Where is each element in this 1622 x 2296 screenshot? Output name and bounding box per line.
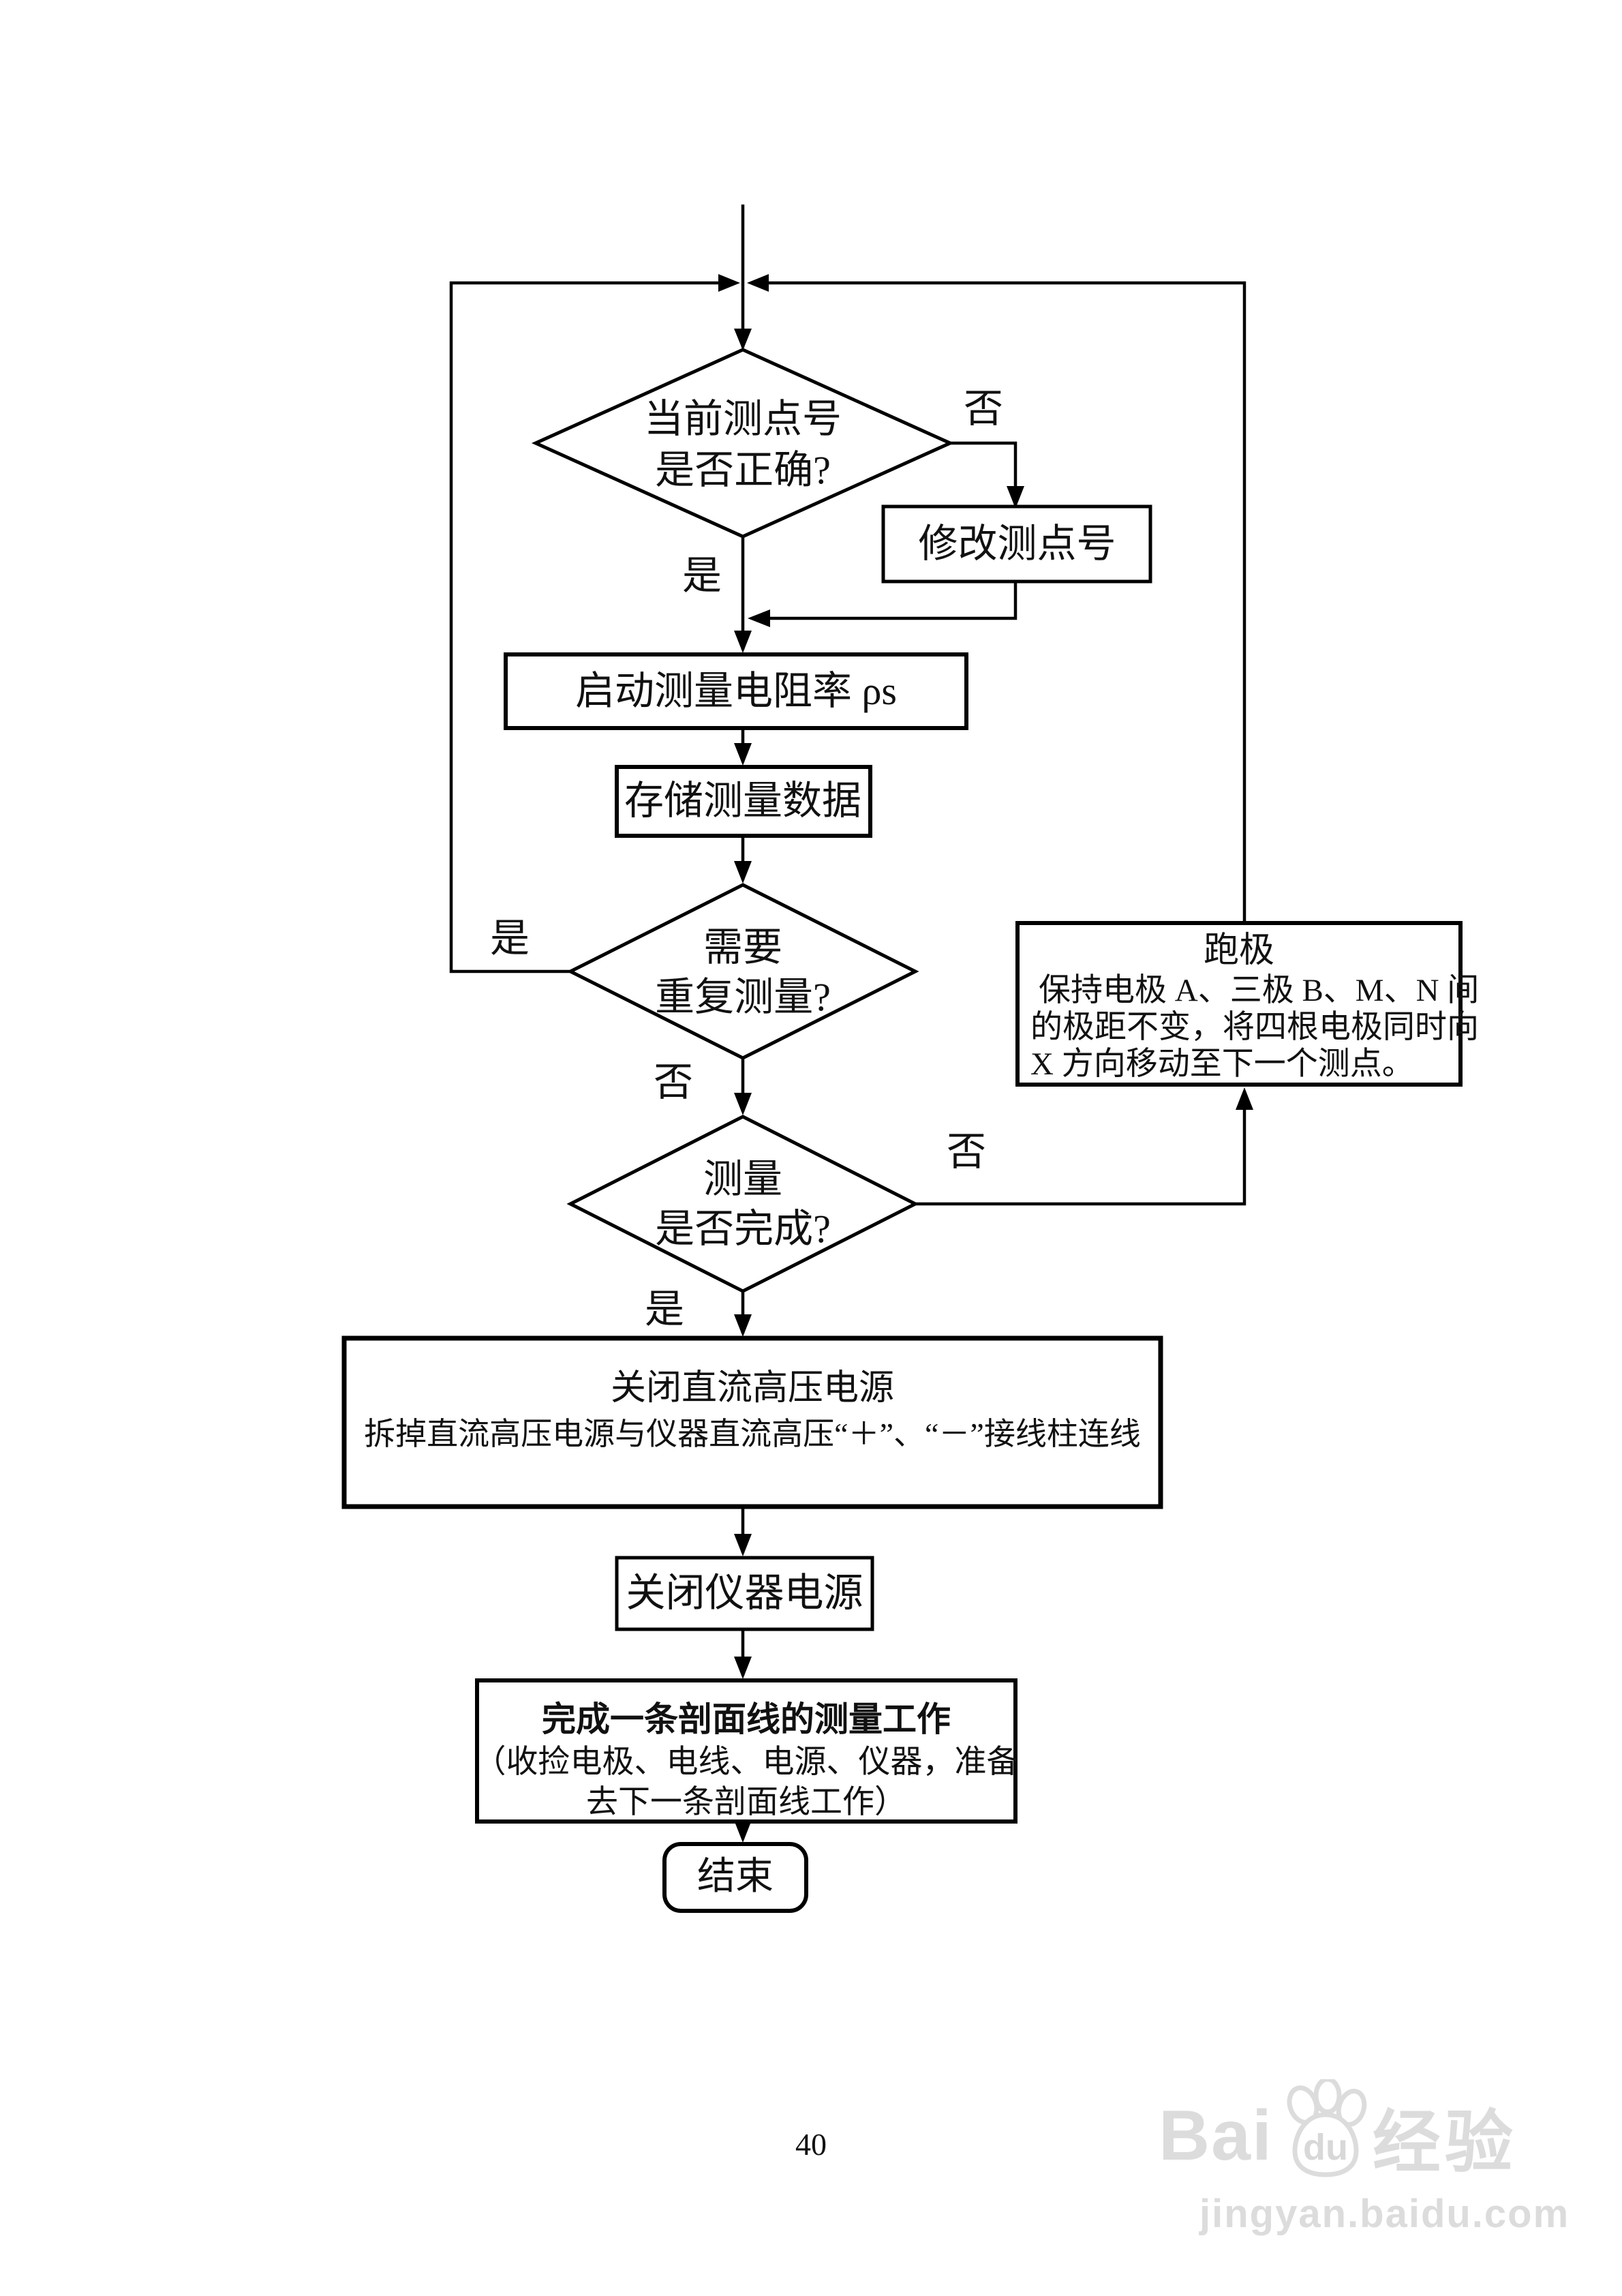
watermark-logo-row: Bai du 经验 <box>1159 2079 1622 2187</box>
arrow-modify-return <box>748 609 770 627</box>
label-no-3: 否 <box>946 1130 986 1175</box>
run-box-line3: X 方向移动至下一个测点。 <box>1030 1046 1414 1083</box>
poweroff-box <box>615 1556 874 1631</box>
arrow-into-end <box>734 1820 752 1843</box>
run-box-line2: 的极距不变，将四根电极同时向 <box>1030 1010 1479 1046</box>
run-box-title: 跑极 <box>1203 931 1274 971</box>
arrow-into-run <box>1236 1087 1253 1110</box>
store-box-text: 存储测量数据 <box>624 779 861 824</box>
watermark-bai-text: Bai <box>1159 2096 1273 2175</box>
label-no-1: 否 <box>963 387 1003 432</box>
connector-no3 <box>915 1110 1246 1206</box>
shutdown-box <box>341 1335 1163 1509</box>
shutdown-box-line1: 关闭直流高压电源 <box>610 1369 894 1408</box>
run-box-line1: 保持电极 A、三极 B、M、N 间 <box>1039 973 1480 1009</box>
flow-nodes <box>341 348 1463 1913</box>
end-box-text: 结束 <box>697 1856 774 1899</box>
connector-no1 <box>950 441 1017 508</box>
complete-box <box>475 1678 1017 1824</box>
decision2-text-line2: 重复测量? <box>655 975 831 1020</box>
arrow-into-decision2 <box>734 861 752 883</box>
baidu-jingyan-watermark: Bai du 经验 jingyan.baidu.com <box>1159 2079 1622 2237</box>
label-yes-3: 是 <box>644 1287 684 1332</box>
start-box <box>504 652 968 730</box>
end-box <box>662 1842 808 1913</box>
label-no-2: 否 <box>653 1060 693 1105</box>
arrow-into-modify <box>1007 486 1024 509</box>
connector-right-loop <box>769 281 1246 923</box>
shutdown-box-line2: 拆掉直流高压电源与仪器直流高压“＋”、“－”接线柱连线 <box>364 1416 1141 1451</box>
label-yes-1: 是 <box>682 554 722 599</box>
complete-box-line1: 完成一条剖面线的测量工作 <box>542 1700 951 1738</box>
arrow-merge-left <box>718 274 740 292</box>
modify-box-text: 修改测点号 <box>918 522 1116 567</box>
store-box <box>615 765 872 838</box>
decision3-text-line1: 测量 <box>703 1157 782 1202</box>
arrow-into-shutdown <box>734 1314 752 1337</box>
arrow-into-store <box>734 743 752 766</box>
complete-box-line3: 去下一条剖面线工作） <box>586 1785 906 1821</box>
watermark-jingyan-text: 经验 <box>1372 2104 1517 2181</box>
complete-box-line2: （收捡电极、电线、电源、仪器，准备 <box>474 1744 1019 1781</box>
connector-modify-return <box>770 581 1017 620</box>
watermark-url: jingyan.baidu.com <box>1199 2192 1570 2236</box>
arrow-merge-right <box>747 274 769 292</box>
decision1-diamond <box>531 348 955 539</box>
decision1-text-line2: 是否正确? <box>655 448 831 493</box>
modify-box <box>881 504 1152 584</box>
arrow-into-decision3 <box>734 1093 752 1115</box>
decision2-text-line1: 需要 <box>703 925 782 970</box>
arrow-into-decision1 <box>734 329 752 350</box>
arrow-into-complete <box>734 1657 752 1679</box>
page-number: 40 <box>795 2126 827 2162</box>
label-yes-2: 是 <box>489 916 530 961</box>
flow-arrowheads <box>718 274 1253 1843</box>
arrow-into-poweroff <box>734 1534 752 1556</box>
connector-left-loop <box>449 281 718 973</box>
flow-connectors <box>449 205 1246 1839</box>
watermark-du-text: du <box>1303 2127 1348 2168</box>
baidu-paw-icon: du <box>1287 2079 1367 2177</box>
run-box <box>1015 921 1463 1087</box>
decision3-diamond <box>566 1115 919 1293</box>
arrow-into-start <box>734 631 752 653</box>
start-box-text: 启动测量电阻率 ρs <box>575 669 897 714</box>
decision3-text-line2: 是否完成? <box>655 1207 831 1252</box>
decision1-text-line1: 当前测点号 <box>643 397 842 442</box>
decision2-diamond <box>566 883 919 1060</box>
poweroff-box-text: 关闭仪器电源 <box>626 1571 863 1616</box>
